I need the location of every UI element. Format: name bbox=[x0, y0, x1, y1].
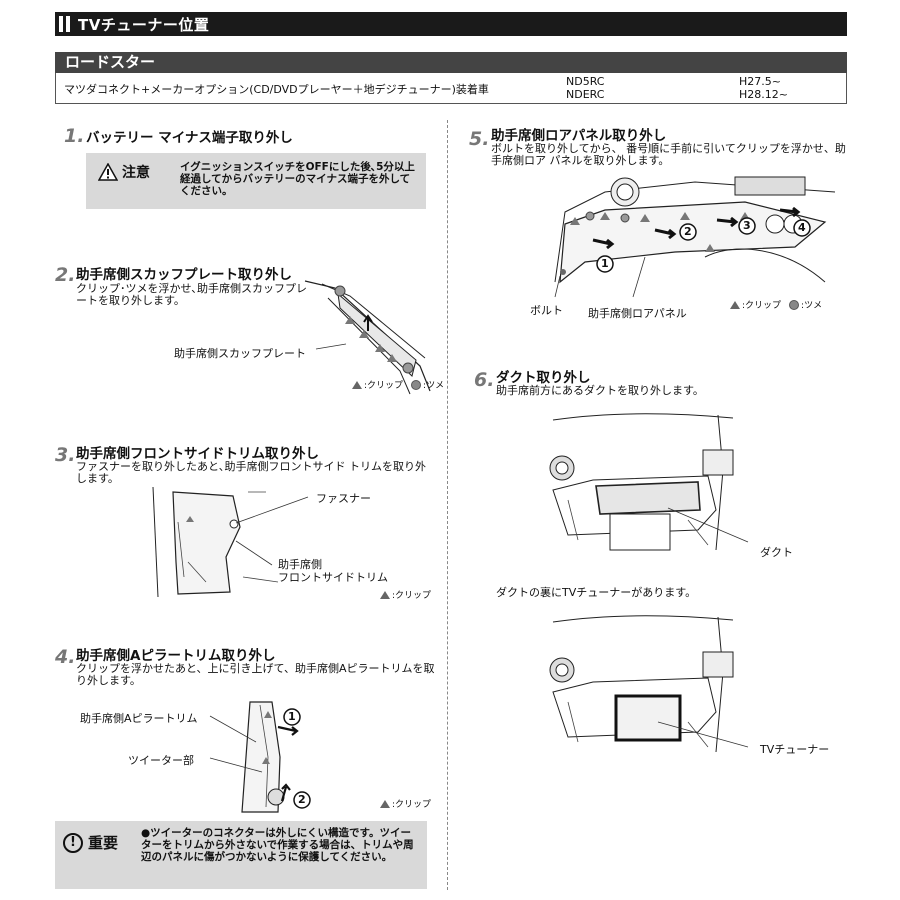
model-name: ロードスター bbox=[55, 52, 847, 73]
duct-label: ダクト bbox=[760, 546, 793, 559]
step5-marker-4: 4 bbox=[798, 221, 806, 234]
step5-description: ボルトを取り外してから、 番号順に手前に引いてクリップを浮かせ、助手席側ロア パ… bbox=[491, 142, 846, 167]
legend-clip-label: :クリップ bbox=[364, 381, 404, 391]
leader-line bbox=[315, 343, 347, 350]
column-divider bbox=[447, 120, 448, 890]
clip-icon bbox=[352, 380, 362, 389]
step4-title: 助手席側Aピラートリム取り外し bbox=[76, 648, 276, 664]
front-side-trim-illustration bbox=[152, 486, 279, 598]
clip-icon bbox=[380, 590, 390, 599]
step4-description: クリップを浮かせたあと、上に引き上げて、助手席側Aピラートリムを取り外します。 bbox=[76, 662, 435, 687]
trim-label-line2: フロントサイドトリム bbox=[278, 571, 388, 584]
step3-leader-lines bbox=[235, 496, 309, 566]
important-text: ●ツイーターのコネクターは外しにくい構造です。ツイーターをトリムから外さないで作… bbox=[141, 827, 414, 863]
tv-tuner-illustration bbox=[549, 615, 749, 753]
tv-tuner-label: TVチューナー bbox=[760, 743, 830, 756]
important-label: 重要 bbox=[88, 834, 119, 852]
legend-clip-label: :クリップ bbox=[742, 301, 782, 311]
step2-title: 助手席側スカッフプレート取り外し bbox=[76, 267, 292, 283]
legend-clip-label: :クリップ bbox=[392, 591, 432, 601]
caution-box: 注意 イグニッションスイッチをOFFにした後､5分以上経過してからバッテリーのマ… bbox=[86, 153, 426, 209]
caution-heading: 注意 bbox=[98, 162, 150, 182]
important-heading: ! 重要 bbox=[63, 832, 118, 853]
vehicle-info-row: マツダコネクト+メーカーオプション(CD/DVDプレーヤー＋地デジチューナー)装… bbox=[55, 73, 847, 104]
a-pillar-trim-illustration bbox=[241, 701, 311, 813]
caution-text: イグニッションスイッチをOFFにした後､5分以上経過してからバッテリーのマイナス… bbox=[180, 161, 415, 197]
step1-title: バッテリー マイナス端子取り外し bbox=[86, 130, 293, 146]
vehicle-date: H28.12~ bbox=[739, 88, 788, 101]
step3-number: 3. bbox=[55, 444, 76, 466]
vehicle-code: NDERC bbox=[566, 88, 605, 101]
step3-legend: :クリップ bbox=[380, 588, 431, 601]
page-title-bar: TVチューナー位置 bbox=[55, 12, 847, 36]
step4-marker-1: 1 bbox=[288, 710, 296, 723]
tuner-note: ダクトの裏にTVチューナーがあります。 bbox=[496, 586, 697, 599]
step6-description: 助手席前方にあるダクトを取り外します。 bbox=[496, 384, 704, 397]
step2-number: 2. bbox=[55, 264, 76, 286]
a-pillar-trim-label: 助手席側Aピラートリム bbox=[80, 712, 198, 725]
fastener-label: ファスナー bbox=[316, 492, 371, 505]
step3-title: 助手席側フロントサイドトリム取り外し bbox=[76, 446, 319, 462]
clip-icon bbox=[730, 300, 740, 309]
vehicle-dates: H27.5~ H28.12~ bbox=[739, 75, 788, 101]
bolt-label: ボルト bbox=[530, 304, 563, 317]
clip-icon bbox=[380, 799, 390, 808]
step6-title: ダクト取り外し bbox=[496, 370, 591, 386]
tab-icon bbox=[789, 299, 800, 310]
scuff-plate-illustration bbox=[304, 280, 431, 395]
scuff-plate-label: 助手席側スカッフプレート bbox=[174, 347, 306, 360]
step4-number: 4. bbox=[55, 646, 76, 668]
tab-icon bbox=[411, 379, 422, 390]
warning-triangle-icon bbox=[98, 163, 118, 181]
legend-clip-label: :クリップ bbox=[392, 800, 432, 810]
duct-illustration bbox=[549, 413, 749, 551]
step6-number: 6. bbox=[474, 369, 495, 391]
step4-marker-2: 2 bbox=[298, 793, 306, 806]
lower-panel-label: 助手席側ロアパネル bbox=[588, 307, 687, 320]
legend-tab-label: :ツメ bbox=[423, 381, 445, 391]
page-title: TVチューナー位置 bbox=[78, 15, 210, 34]
step4-leader-lines bbox=[209, 715, 263, 773]
step5-number: 5. bbox=[469, 128, 490, 150]
step4-legend: :クリップ bbox=[380, 797, 431, 810]
vehicle-codes: ND5RC NDERC bbox=[566, 75, 604, 101]
vehicle-date: H27.5~ bbox=[739, 75, 781, 88]
step5-marker-1: 1 bbox=[601, 257, 609, 270]
caution-label: 注意 bbox=[122, 165, 150, 181]
tweeter-label: ツイーター部 bbox=[128, 754, 194, 767]
trim-label-line1: 助手席側 bbox=[278, 558, 322, 571]
step5-marker-3: 3 bbox=[743, 219, 751, 232]
step1-number: 1. bbox=[64, 125, 85, 147]
step5-legend: :クリップ :ツメ bbox=[730, 298, 822, 311]
exclamation-icon: ! bbox=[63, 832, 83, 853]
step2-description: クリップ･ツメを浮かせ､助手席側スカッフプレートを取り外します。 bbox=[76, 282, 307, 307]
step2-legend: :クリップ :ツメ bbox=[352, 378, 444, 391]
vehicle-code: ND5RC bbox=[566, 75, 605, 88]
step5-title: 助手席側ロアパネル取り外し bbox=[491, 128, 667, 144]
title-marks bbox=[59, 16, 70, 32]
vehicle-description: マツダコネクト+メーカーオプション(CD/DVDプレーヤー＋地デジチューナー)装… bbox=[64, 83, 489, 96]
legend-tab-label: :ツメ bbox=[801, 301, 823, 311]
lower-panel-illustration bbox=[554, 176, 836, 298]
important-box: ! 重要 ●ツイーターのコネクターは外しにくい構造です。ツイーターをトリムから外… bbox=[55, 821, 427, 889]
step5-marker-2: 2 bbox=[684, 225, 692, 238]
step3-description: ファスナーを取り外したあと､助手席側フロントサイド トリムを取り外します。 bbox=[76, 460, 426, 485]
